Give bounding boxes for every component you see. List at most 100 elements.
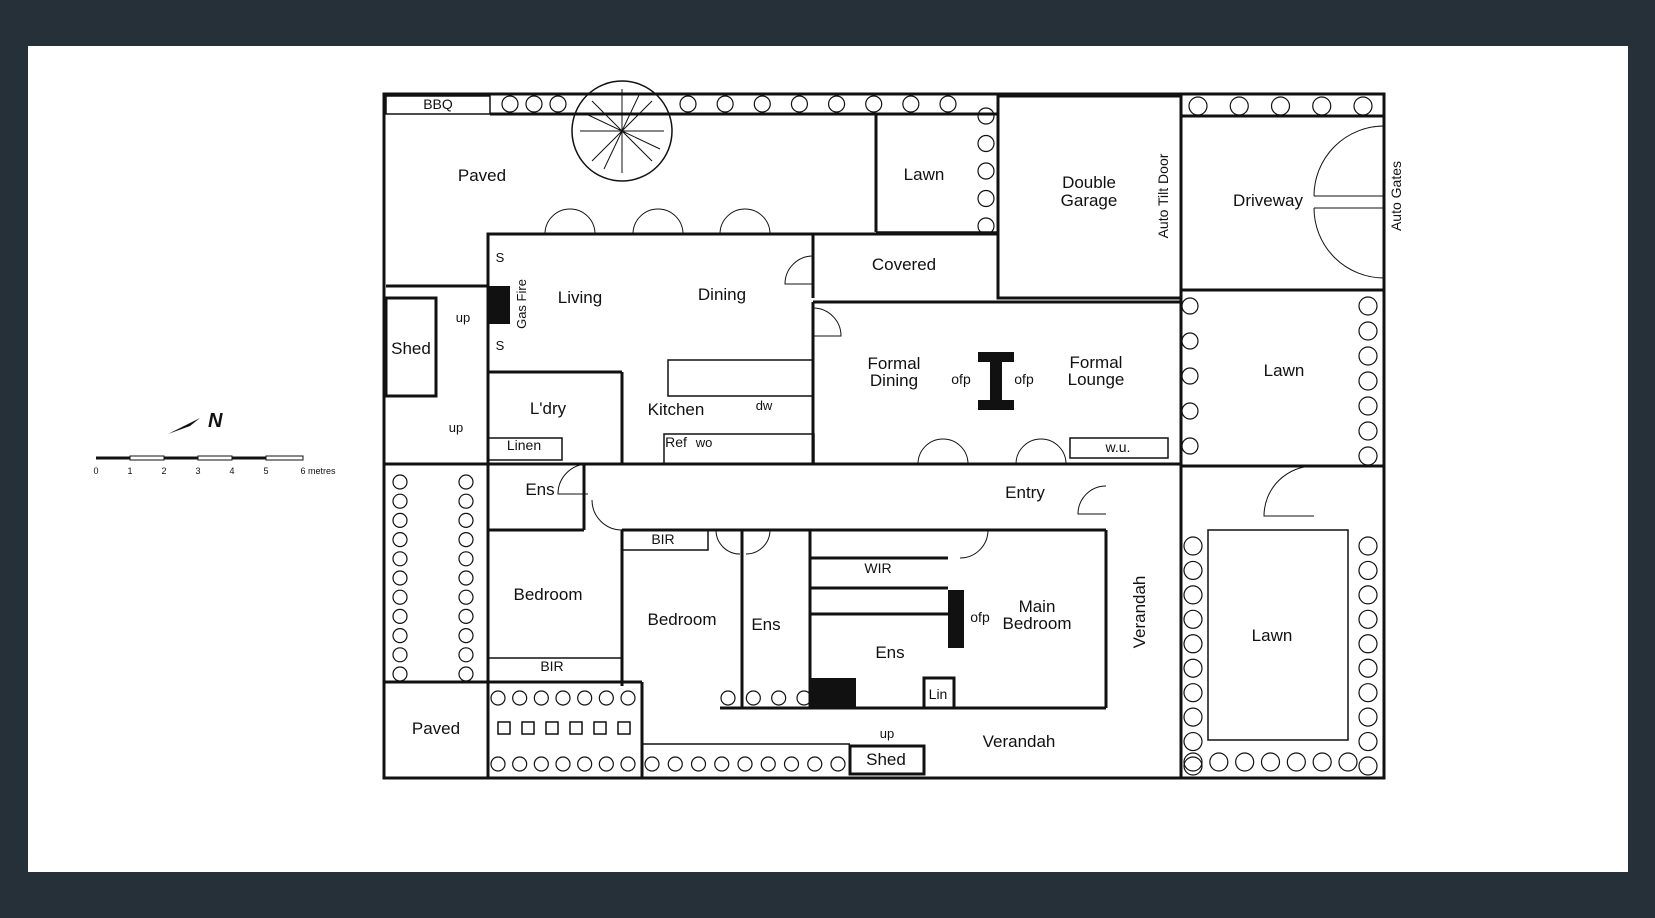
shrub-icon [1358,560,1378,581]
scale-tick-4: 4 [229,466,234,476]
shrub-icon [760,756,776,772]
lawn-bottom-inner [1207,529,1349,741]
label-ofp-right: ofp [1014,371,1034,387]
kitchen-bench [667,359,814,397]
shrub-icon [796,690,812,706]
shrub-icon [458,532,474,548]
shrub-icon [667,756,683,772]
shrub-icon [598,690,614,706]
north-arrow: N [168,410,223,434]
shrub-icon [977,217,995,235]
shrub-icons [392,95,1378,776]
shrub-icon [392,608,408,625]
room-label-paved-top: Paved [458,166,506,185]
shrub-icon [771,690,787,706]
shrub-icon [458,589,474,605]
auto-gates-swing [1313,125,1385,279]
bir-top-box [621,529,709,551]
shrub-icon [977,107,995,125]
shrub-icon [1188,96,1208,116]
room-label-formal-lounge-2: Lounge [1068,370,1125,389]
label-bir-bottom: BIR [540,658,563,674]
shrub-icon [679,95,697,113]
label-auto-gates: Auto Gates [1388,161,1404,231]
shrub-icon [1183,756,1203,776]
shrub-icon [1183,560,1203,581]
shrub-icon [1358,731,1378,752]
label-up-bottom: up [880,726,894,741]
shrub-icon [392,627,408,644]
shrub-icon [977,134,995,153]
shed-left-box [384,296,438,398]
label-dw: dw [756,398,773,413]
room-label-lawn-bottom: Lawn [1252,626,1293,645]
shrub-icon [1312,752,1332,772]
ens-main-block [810,678,856,708]
shrub-icon [392,647,408,663]
shrub-icon [1358,585,1378,605]
shrub-icon [790,95,809,113]
shrub-icon [549,95,567,113]
living-dining-walls [486,232,815,472]
shrub-icon [1183,536,1203,556]
room-label-bbq: BBQ [423,96,453,112]
shrub-icon [490,690,506,706]
room-label-verandah-bottom: Verandah [983,732,1056,751]
shrub-icon [1183,731,1203,752]
shrub-icon [577,690,593,706]
shrub-icon [902,95,920,113]
shrub-icon [392,570,408,586]
shrub-icon [977,189,995,208]
shrub-icon [1181,402,1199,420]
shrub-icon [1183,752,1203,772]
shrub-icon [392,474,408,490]
room-label-wir: WIR [864,560,891,576]
shrub-icon [555,690,571,706]
label-gas-fire: Gas Fire [514,279,529,329]
shrub-icon [533,756,549,772]
shrub-icon [1183,634,1203,654]
shrub-icon [1358,536,1378,556]
scale-tick-2: 2 [161,466,166,476]
room-label-formal-lounge-1: Formal [1070,353,1123,372]
shrub-icon [458,474,474,490]
shrub-icon [1181,332,1199,350]
bir-bottom-box [487,657,623,683]
tree-canopy-icon [571,80,673,182]
shrub-icon [501,95,519,113]
room-label-laundry: L'dry [530,399,567,418]
scale-tick-6: 6 metres [300,466,336,476]
scale-tick-0: 0 [93,466,98,476]
shrub-icon [512,690,528,706]
room-label-linen: Linen [507,437,541,453]
shrub-icon [644,756,660,772]
shed-bottom-box [848,744,926,776]
shrub-icon [458,551,474,567]
label-wo: wo [695,435,713,450]
shrub-icon [392,589,408,605]
room-label-ens-left: Ens [525,480,554,499]
shrub-icon [865,95,883,113]
shrub-icon [1358,346,1378,366]
shrub-icon [1358,634,1378,654]
shrub-icon [1338,752,1358,772]
shrub-icon [1183,585,1203,605]
room-label-garage: Garage [1061,191,1118,210]
shrub-icon [783,756,800,772]
scale-bar: 0 1 2 3 4 5 6 metres [93,455,336,476]
shrub-icon [1358,683,1378,703]
shrub-icon [620,756,636,772]
shrub-icon [1358,446,1378,466]
main-bedroom-hearth [948,590,964,648]
shrub-icon [1358,371,1378,391]
shrub-icon [1312,96,1332,116]
shrub-icon [458,570,474,586]
plan-sheet: BBQ Paved Lawn Double Garage Auto Tilt D… [28,46,1628,872]
label-ofp-left: ofp [951,371,971,387]
room-label-bedroom-mid: Bedroom [648,610,717,629]
shrub-icon [525,95,543,113]
shrub-icon [1358,421,1378,441]
shrub-icon [512,756,528,772]
room-label-driveway: Driveway [1233,191,1303,210]
shrub-icon [830,756,846,772]
